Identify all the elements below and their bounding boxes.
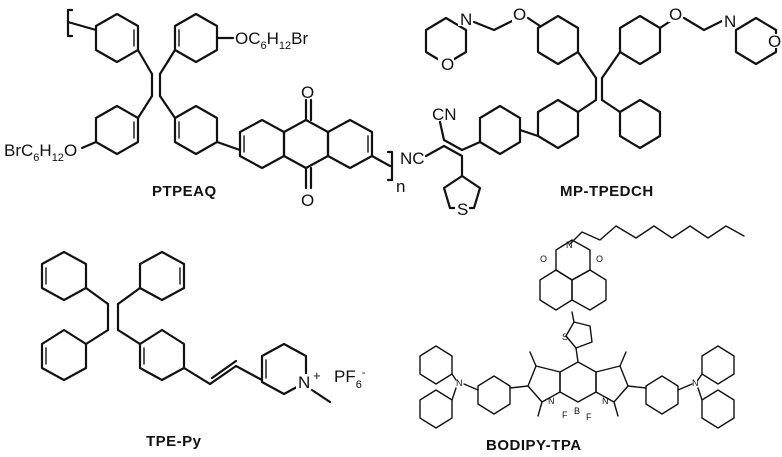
ptpeaq-pendant-top: OC6H12Br [235,29,308,52]
tpe-py-counterion: PF6- [334,367,366,391]
ptpeaq-ring-top-right [173,12,219,64]
mp-tpedch-ring-top-right [618,14,662,66]
bodipy-tpa-amine-right: N [692,378,699,388]
bodipy-tpa-right-ph-1 [701,345,735,385]
mp-tpedch-ether-left: O [513,5,526,24]
tpe-py-pyridinium [260,342,308,396]
tpe-py-ring-bottom-left [40,328,88,382]
mp-tpedch-biphenyl-ring-2 [478,104,522,156]
bodipy-tpa-left-ph-2 [419,389,453,429]
mp-tpedch-morph-right-o: O [768,32,781,51]
bodipy-tpa-imide-o-left: O [540,254,547,264]
ptpeaq-structure: OC6H12Br BrC6H12O O O n PTPEAQ [4,8,405,210]
bodipy-tpa-amine-left: N [456,378,463,388]
mp-tpedch-structure: O N O O N O CN NC [400,5,782,219]
mp-tpedch-morpholine-right [734,16,778,66]
ptpeaq-pendant-bottom: BrC6H12O [4,141,77,164]
bodipy-tpa-right-aryl [645,375,679,415]
mp-tpedch-name: MP-TPEDCH [560,183,654,200]
mp-tpedch-morph-left-o: O [441,55,454,74]
ptpeaq-ring-top-left [94,12,140,64]
bodipy-tpa-naphthalene-right [571,269,607,311]
tpe-py-ring-bottom-right [138,328,186,382]
bodipy-tpa-imide-n: N [566,240,573,250]
bodipy-tpa-left-ph-1 [419,345,453,385]
tpe-py-ring-top-left [40,250,88,302]
bodipy-tpa-imide-o-right: O [596,254,603,264]
mp-tpedch-cn-top: CN [432,105,457,124]
bodipy-tpa-pyrrole-left [527,365,561,403]
bodipy-tpa-b: B [574,406,580,416]
bodipy-tpa-f1: F [562,410,568,420]
mp-tpedch-morph-right-n: N [724,12,736,31]
ptpeaq-repeat-index: n [396,177,405,196]
mp-tpedch-cn-left: NC [400,149,425,168]
ptpeaq-ring-bottom-left [94,104,140,156]
ptpeaq-carbonyl-bottom: O [301,191,314,210]
bodipy-tpa-left-aryl [477,375,511,415]
bodipy-tpa-thiophene [565,321,593,349]
bodipy-tpa-naphthalene-left [539,269,573,311]
tpe-py-name: TPE-Py [146,433,202,450]
ptpeaq-name: PTPEAQ [152,183,217,200]
ptpeaq-anthraquinone [238,98,374,190]
bodipy-tpa-n-right: N [602,396,609,406]
bodipy-tpa-pyrrole-right [595,365,629,403]
mp-tpedch-morph-left-n: N [460,10,472,29]
ptpeaq-carbonyl-top: O [301,83,314,102]
mp-tpedch-biphenyl-ring-1 [536,98,580,150]
bodipy-tpa-thiophene-s: S [562,332,568,342]
tpe-py-structure: N + PF6- TPE-Py [40,250,366,450]
tpe-py-ring-top-right [138,250,186,302]
bodipy-tpa-n-left: N [548,396,555,406]
tpe-py-pyridinium-n: N [298,373,310,392]
ptpeaq-ring-bottom-right [173,104,219,156]
mp-tpedch-ring-top-left [536,14,580,66]
mp-tpedch-phenyl-ring [618,98,662,150]
ptpeaq-bracket-right [386,150,394,182]
mp-tpedch-ether-right: O [669,5,682,24]
bodipy-tpa-structure: N O O S N N B F F N N [419,225,745,454]
mp-tpedch-morpholine-left [424,16,468,66]
bodipy-tpa-f2: F [586,412,592,422]
bodipy-tpa-name: BODIPY-TPA [486,437,582,454]
bodipy-tpa-core-center [559,361,597,403]
bodipy-tpa-right-ph-2 [701,389,735,429]
mp-tpedch-thiophene-s: S [457,200,468,219]
tpe-py-charge: + [313,368,321,383]
